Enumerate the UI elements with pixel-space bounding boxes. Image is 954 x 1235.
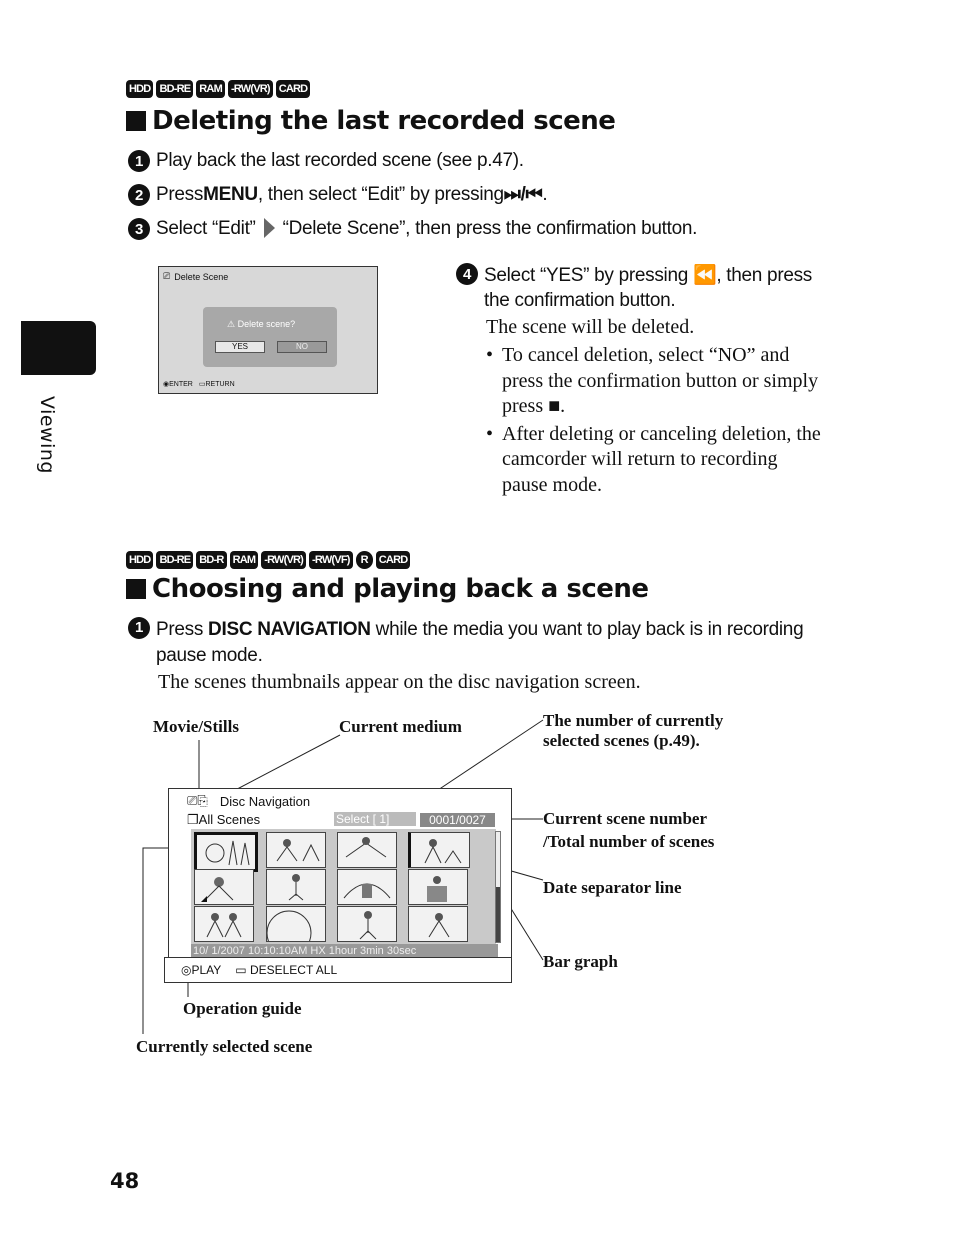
thumbnail-scene-9[interactable] — [194, 906, 254, 942]
badge-card: CARD — [275, 80, 311, 98]
thumbnail-scene-7[interactable] — [337, 869, 397, 905]
menu-key: MENU — [203, 184, 258, 205]
note-return: After deleting or canceling deletion, th… — [486, 422, 824, 499]
thumbnail-scene-2[interactable] — [266, 832, 326, 868]
badge-rw-vr: -RW(VR) — [227, 80, 273, 98]
badge-ram: RAM — [196, 80, 225, 98]
camera-icon: ⎚ — [163, 271, 171, 281]
chapter-tab — [21, 321, 96, 375]
badge-rw-vr: -RW(VR) — [261, 551, 307, 569]
media-badges-1: HDD BD-RE RAM -RW(VR) CARD — [126, 80, 311, 98]
thumbnail-scene-12[interactable] — [408, 906, 468, 942]
callout-bar-graph: Bar graph — [543, 952, 618, 971]
media-badges-2: HDD BD-RE BD-R RAM -RW(VR) -RW(VF) R CAR… — [126, 551, 411, 569]
badge-bd-re: BD-RE — [156, 551, 194, 569]
delete-scene-screen: ⎚ Delete Scene ⚠ Delete scene? YES NO ◉E… — [158, 266, 378, 394]
square-bullet-icon — [126, 579, 146, 599]
dialog-message: ⚠ Delete scene? — [227, 319, 296, 329]
callout-scene-number: Current scene number /Total number of sc… — [543, 809, 715, 851]
step-number: 3 — [128, 218, 150, 240]
all-scenes-tab[interactable]: ❐All Scenes — [187, 812, 261, 827]
callout-current-scene: Currently selected scene — [136, 1037, 313, 1056]
callout-movie-stills: Movie/Stills — [153, 717, 239, 736]
yes-button[interactable]: YES — [215, 341, 265, 353]
bar-graph-fill — [496, 887, 500, 942]
return-label: ▭RETURN — [198, 381, 235, 388]
callout-current-medium: Current medium — [339, 717, 462, 736]
step-number: 1 — [128, 617, 150, 639]
step-1-disc-nav: 1 Press DISC NAVIGATION while the media … — [128, 617, 828, 669]
step-text: Select “YES” by pressing ⏪, then press t… — [484, 265, 813, 311]
screen-header: ⎚⎘ Disc Navigation — [187, 793, 311, 809]
operation-guide: ◎PLAY ▭ DESELECT ALL — [164, 957, 512, 983]
step-2: 2 Press MENU , then select “Edit” by pre… — [128, 184, 548, 206]
callout-operation-guide: Operation guide — [183, 999, 302, 1018]
section-title-text: Choosing and playing back a scene — [152, 574, 649, 604]
notes-list: To cancel deletion, select “NO” and pres… — [486, 343, 824, 500]
note-cancel: To cancel deletion, select “NO” and pres… — [486, 343, 824, 420]
skip-buttons-icon: ⏭/⏮ — [503, 184, 543, 205]
callout-date-separator: Date separator line — [543, 878, 682, 897]
disc-navigation-key: DISC NAVIGATION — [208, 619, 371, 640]
thumbnail-scene-5[interactable] — [194, 869, 254, 905]
square-bullet-icon — [126, 111, 146, 131]
badge-r: R — [355, 551, 373, 569]
enter-label: ◉ENTER — [163, 381, 193, 388]
step-number: 1 — [128, 150, 150, 172]
thumbnail-scene-10[interactable] — [266, 906, 326, 942]
step-text-post: “Delete Scene”, then press the confirmat… — [282, 218, 698, 239]
section-title-text: Deleting the last recorded scene — [152, 106, 616, 136]
step-number: 4 — [456, 263, 478, 285]
step-text-end: . — [542, 184, 548, 205]
select-counter: Select [ 1] — [334, 812, 416, 826]
note-thumbnails: The scenes thumbnails appear on the disc… — [158, 671, 641, 693]
badge-rw-vf: -RW(VF) — [309, 551, 353, 569]
disc-navigation-screen: ⎚⎘ Disc Navigation ❐All Scenes Select [ … — [168, 788, 512, 960]
bar-graph — [495, 831, 501, 943]
thumbnail-scene-1[interactable] — [194, 832, 258, 872]
badge-bd-r: BD-R — [196, 551, 227, 569]
badge-hdd: HDD — [126, 80, 154, 98]
step-text-post: , then select “Edit” by pressing — [257, 184, 504, 205]
step-text: Press DISC NAVIGATION while the media yo… — [156, 619, 804, 666]
section-title-delete: Deleting the last recorded scene — [126, 106, 616, 136]
badge-bd-re: BD-RE — [156, 80, 194, 98]
page-number: 48 — [110, 1169, 140, 1193]
step-1: 1 Play back the last recorded scene (see… — [128, 150, 524, 172]
badge-ram: RAM — [229, 551, 259, 569]
callout-num-selected: The number of currently selected scenes … — [543, 711, 724, 750]
status-bar: 10/ 1/2007 10:10:10AM HX 1hour 3min 30se… — [191, 944, 498, 958]
no-button[interactable]: NO — [277, 341, 327, 353]
step-3: 3 Select “Edit” “Delete Scene”, then pre… — [128, 218, 697, 240]
thumbnail-scene-4[interactable] — [408, 832, 470, 868]
step-text-pre: Press — [156, 184, 204, 205]
step-number: 2 — [128, 184, 150, 206]
confirm-dialog: ⚠ Delete scene? YES NO — [203, 307, 337, 367]
result-text: The scene will be deleted. — [486, 316, 695, 338]
screen-header: ⎚ Delete Scene — [163, 271, 229, 282]
play-label: ◎PLAY — [181, 963, 222, 977]
step-text-pre: Select “Edit” — [156, 218, 256, 239]
step-4: 4 Select “YES” by pressing ⏪, then press… — [456, 263, 816, 313]
thumbnail-scene-3[interactable] — [337, 832, 397, 868]
screen-footer: ◉ENTER ▭RETURN — [163, 380, 235, 388]
thumbnail-scene-11[interactable] — [337, 906, 397, 942]
movie-stills-icon: ⎚⎘ — [187, 793, 208, 808]
section-title-choose: Choosing and playing back a scene — [126, 574, 649, 604]
thumbnail-scene-6[interactable] — [266, 869, 326, 905]
badge-hdd: HDD — [126, 551, 154, 569]
badge-card: CARD — [375, 551, 411, 569]
thumbnail-grid — [191, 829, 496, 957]
scene-counter: 0001/0027 — [420, 813, 495, 827]
step-text: Play back the last recorded scene (see p… — [156, 150, 524, 171]
deselect-all-label: ▭ DESELECT ALL — [235, 963, 338, 977]
thumbnail-scene-8[interactable] — [408, 869, 468, 905]
arrow-right-icon — [263, 218, 275, 238]
